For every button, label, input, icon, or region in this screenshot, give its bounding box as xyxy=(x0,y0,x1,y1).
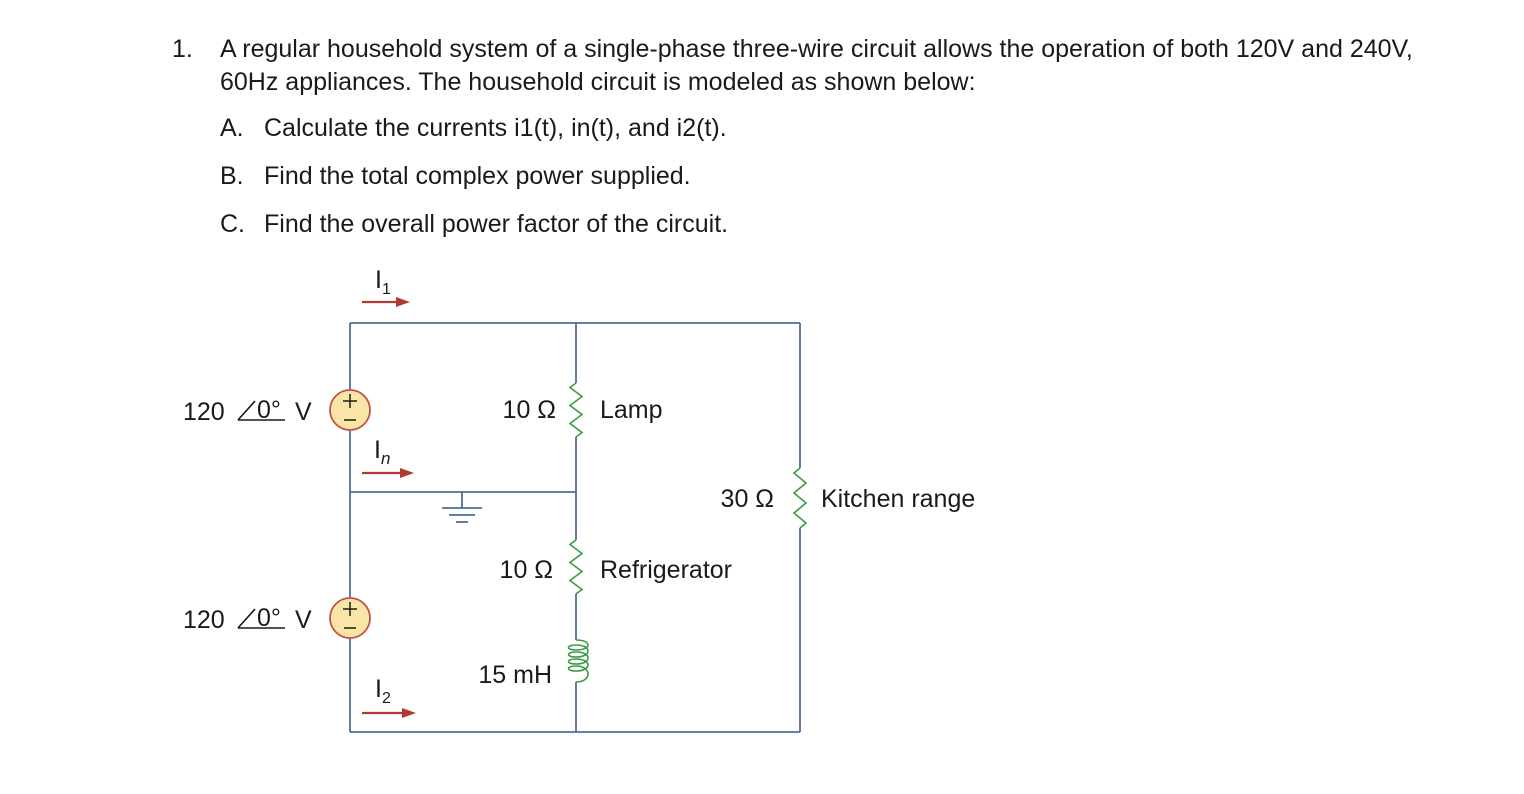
lamp-resistor-icon xyxy=(568,382,584,438)
inductor-value-label: 15 mH xyxy=(478,661,552,689)
source-top-icon xyxy=(329,389,371,431)
source-bottom-icon xyxy=(329,597,371,639)
ground-icon xyxy=(442,507,482,523)
svg-text:V: V xyxy=(295,606,312,634)
circuit-wires xyxy=(349,322,801,733)
source-top-label: 120 0° V xyxy=(183,396,312,426)
svg-text:V: V xyxy=(295,398,312,426)
question-number: 1. xyxy=(172,35,193,63)
question-statement: A regular household system of a single-p… xyxy=(220,35,1413,96)
part-a-text: Calculate the currents i1(t), in(t), and… xyxy=(264,114,727,142)
svg-text:120: 120 xyxy=(183,606,225,634)
inductor-icon xyxy=(567,639,589,683)
svg-text:120: 120 xyxy=(183,398,225,426)
part-a-label: A. xyxy=(220,114,244,142)
refrigerator-name-label: Refrigerator xyxy=(600,556,732,584)
part-c: C. Find the overall power factor of the c… xyxy=(220,208,728,241)
svg-text:0°: 0° xyxy=(257,396,281,424)
part-a: A. Calculate the currents i1(t), in(t), a… xyxy=(220,112,727,145)
current-arrow-in-icon xyxy=(362,468,414,478)
current-label-i2: I2 xyxy=(375,675,391,707)
svg-text:0°: 0° xyxy=(257,604,281,632)
refrigerator-resistor-icon xyxy=(568,539,584,595)
part-c-text: Find the overall power factor of the cir… xyxy=(264,210,729,238)
current-label-i1: I1 xyxy=(375,266,391,298)
kitchen-range-value-label: 30 Ω xyxy=(721,485,774,513)
lamp-value-label: 10 Ω xyxy=(503,396,556,424)
part-b-text: Find the total complex power supplied. xyxy=(264,162,691,190)
current-arrow-i2-icon xyxy=(362,708,416,718)
kitchen-range-name-label: Kitchen range xyxy=(821,485,975,513)
current-arrow-i1-icon xyxy=(362,297,410,307)
source-bottom-label: 120 0° V xyxy=(183,604,312,634)
part-b: B. Find the total complex power supplied. xyxy=(220,160,691,193)
lamp-name-label: Lamp xyxy=(600,396,663,424)
part-c-label: C. xyxy=(220,210,245,238)
refrigerator-value-label: 10 Ω xyxy=(500,556,553,584)
part-b-label: B. xyxy=(220,162,244,190)
current-label-in: In xyxy=(374,436,390,468)
kitchen-range-resistor-icon xyxy=(792,467,808,529)
